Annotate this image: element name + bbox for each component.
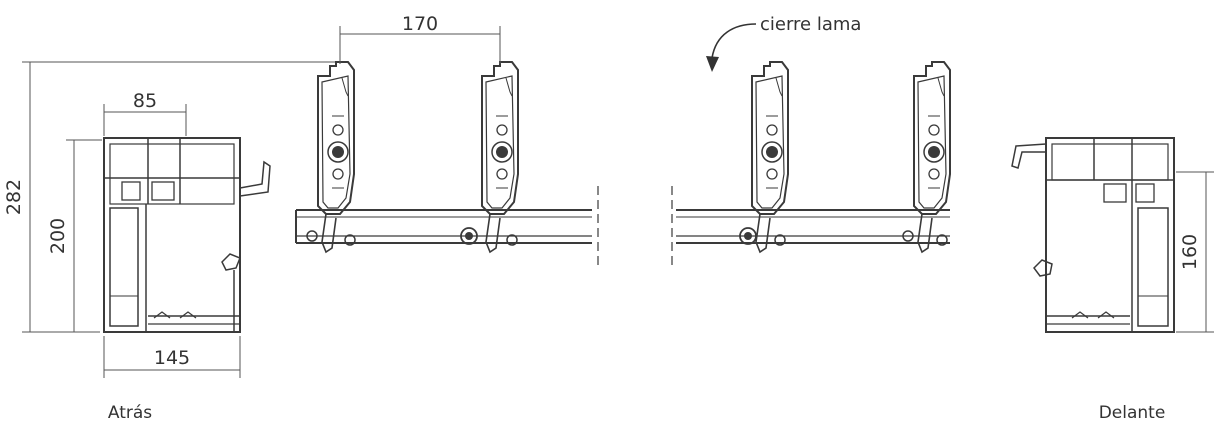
front-frame-height-value: 160 [1179,234,1201,270]
beam-left [295,186,599,268]
front-profile [1011,137,1175,333]
blade-pitch-value: 170 [402,13,438,35]
louvre-blade-1 [306,61,356,253]
louvre-blade-3 [739,61,789,253]
rear-label: Atrás [108,403,152,423]
louvre-blade-4 [902,61,951,253]
rear-profile [103,137,271,333]
front-label: Delante [1099,403,1166,423]
rear-top-width-value: 85 [133,90,157,112]
rear-total-height-value: 282 [3,179,25,215]
rear-dimension-lines [22,61,340,378]
louvre-blade-2 [460,61,519,253]
front-dimension-lines [1176,171,1214,333]
pitch-dimension-lines [339,26,501,64]
beam-right [671,186,950,268]
rear-frame-height-value: 200 [47,218,69,254]
rear-bottom-width-value: 145 [154,347,190,369]
closing-arrow-icon [706,23,757,72]
closing-note: cierre lama [760,14,861,35]
